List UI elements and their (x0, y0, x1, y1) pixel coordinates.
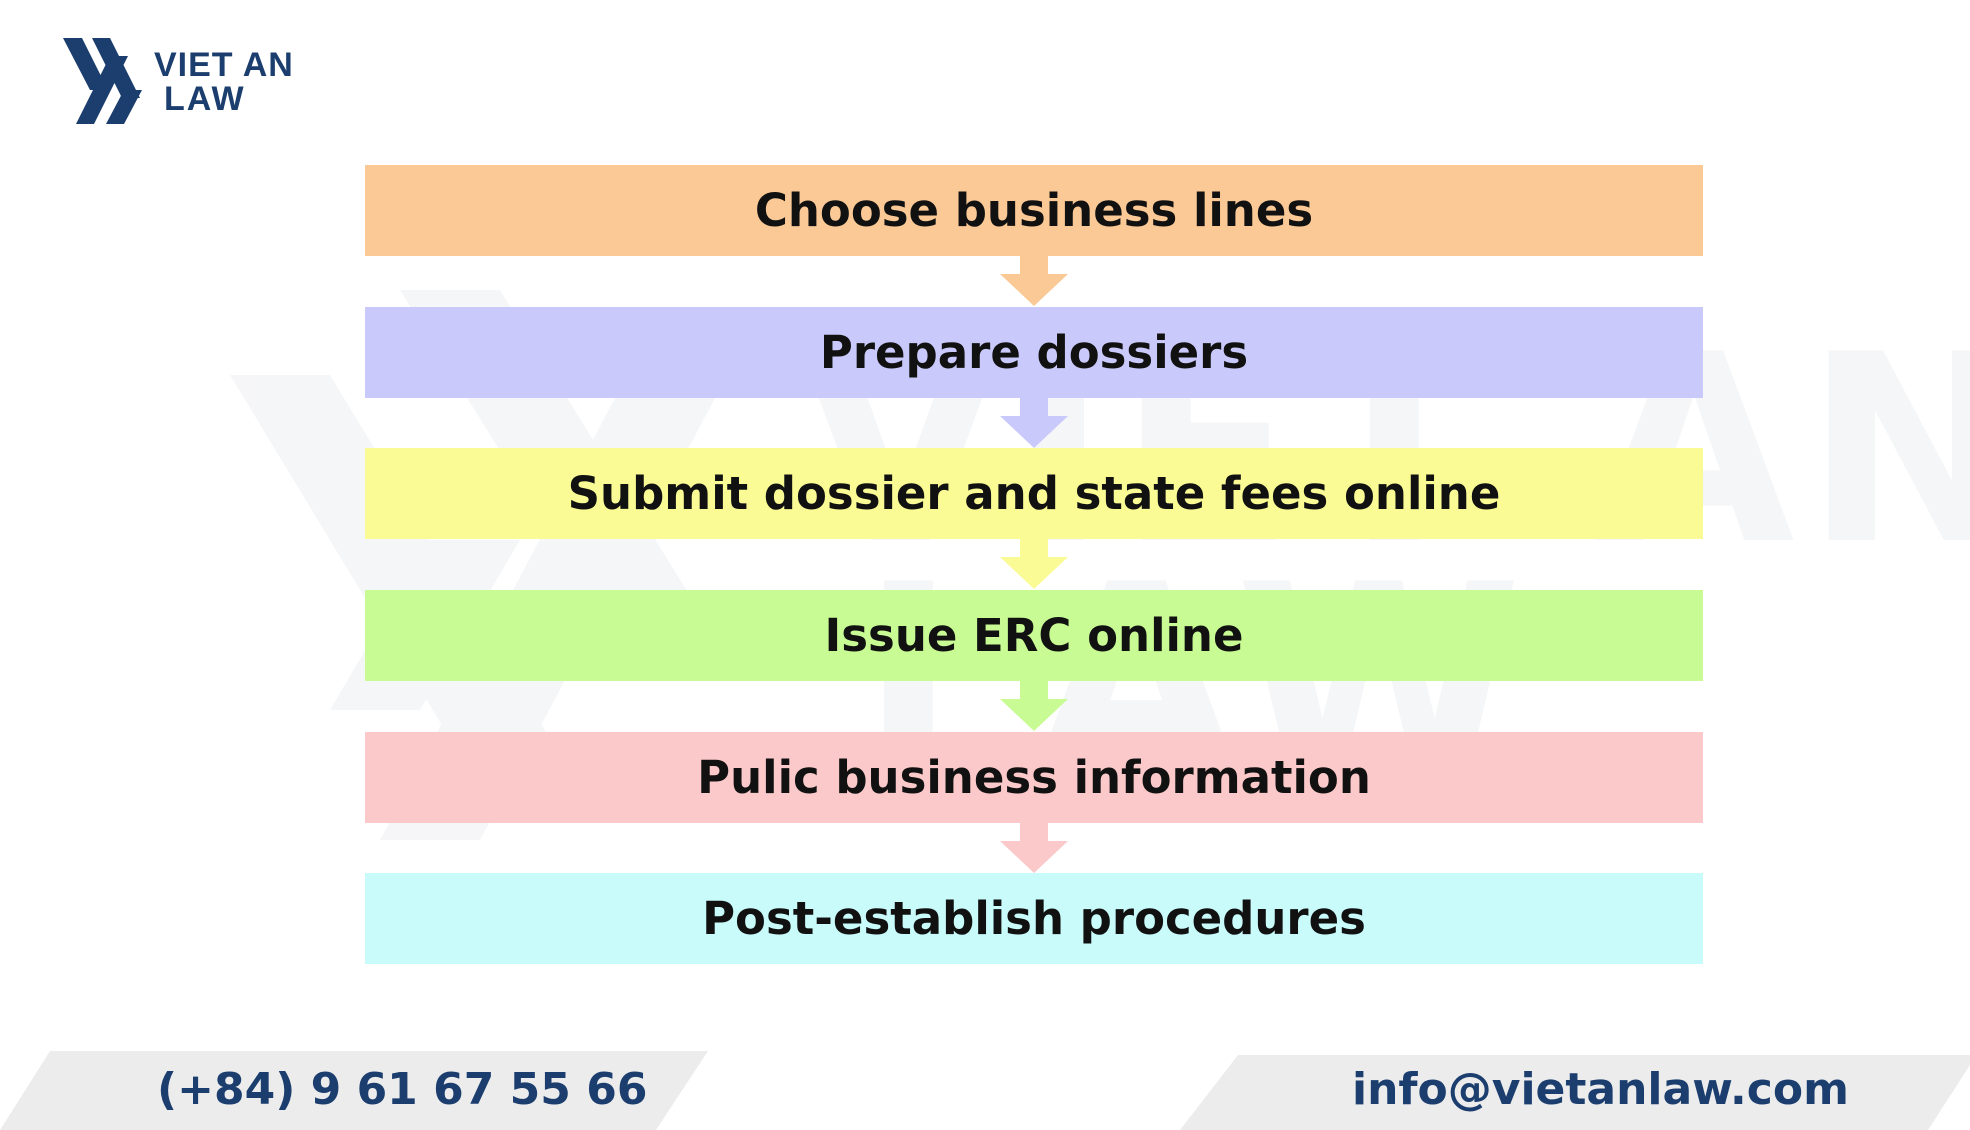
step-submit-dossier: Submit dossier and state fees online (365, 448, 1703, 539)
step-label: Pulic business information (697, 751, 1371, 804)
step-post-establish-procedures: Post-establish procedures (365, 873, 1703, 964)
step-public-business-information: Pulic business information (365, 732, 1703, 823)
step-label: Issue ERC online (824, 609, 1244, 662)
arrow-down-icon (1000, 823, 1068, 873)
email-address[interactable]: info@vietanlaw.com (1352, 1064, 1849, 1115)
footer-band-right (1180, 1055, 1970, 1130)
step-label: Prepare dossiers (819, 326, 1249, 379)
logo-text-line2: LAW (164, 80, 246, 118)
step-issue-erc: Issue ERC online (365, 590, 1703, 681)
step-prepare-dossiers: Prepare dossiers (365, 307, 1703, 398)
arrow-down-icon (1000, 256, 1068, 306)
vietan-law-logo: VIET AN LAW (63, 38, 294, 124)
arrow-down-icon (1000, 681, 1068, 731)
step-label: Submit dossier and state fees online (567, 467, 1501, 520)
logo-mark-stroke-1 (63, 38, 108, 90)
step-label: Choose business lines (754, 184, 1314, 237)
logo-text-line1: VIET AN (154, 46, 294, 84)
step-label: Post-establish procedures (702, 892, 1366, 945)
footer-band-left (0, 1051, 708, 1130)
arrow-down-icon (1000, 398, 1068, 448)
phone-number[interactable]: (+84) 9 61 67 55 66 (157, 1064, 648, 1115)
logo-mark-stroke-4 (106, 90, 142, 124)
arrow-down-icon (1000, 539, 1068, 589)
step-choose-business-lines: Choose business lines (365, 165, 1703, 256)
logo-mark-stroke-3 (76, 56, 128, 124)
